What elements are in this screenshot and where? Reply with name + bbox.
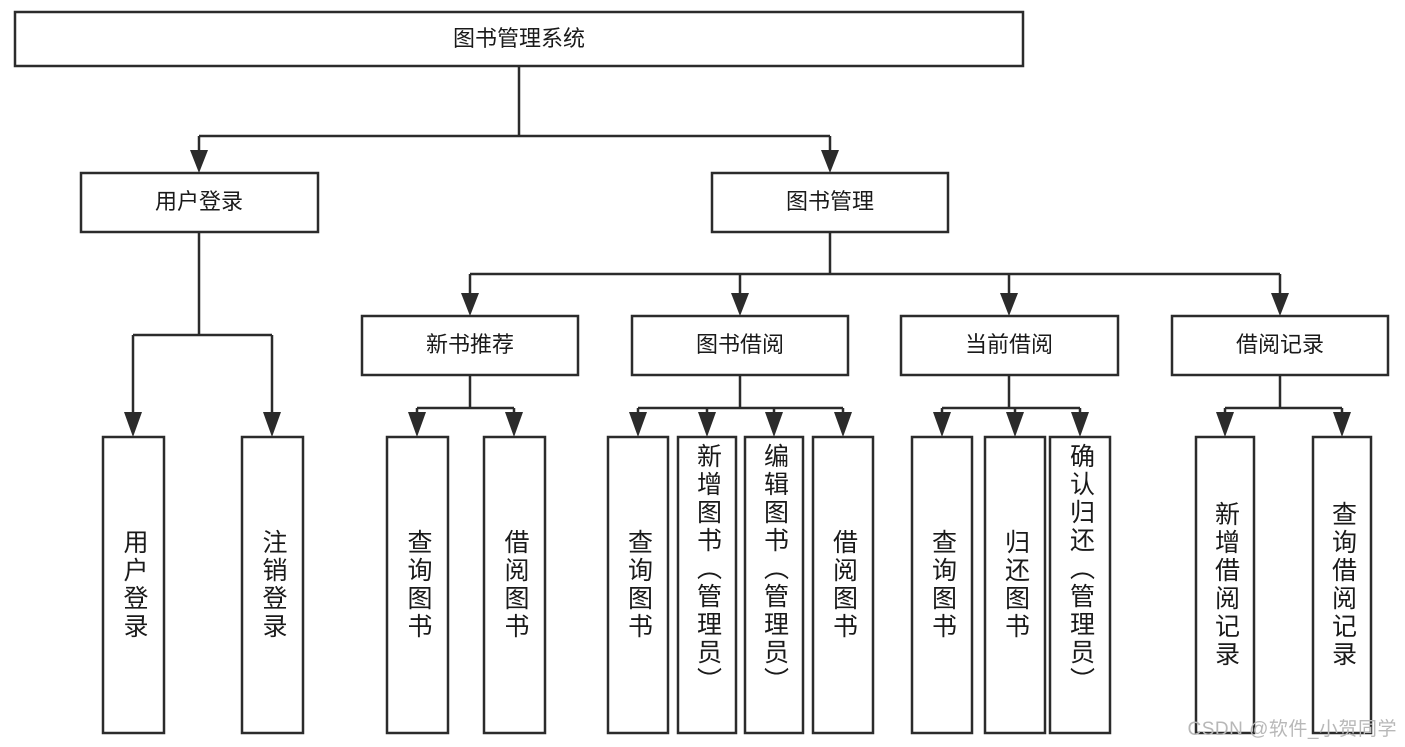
leaf-user-login-box[interactable] — [101, 435, 166, 735]
arrow-head-user-login — [190, 150, 208, 173]
arrow-head-current-borrow — [1000, 293, 1018, 316]
node-user-login-label: 用户登录 — [155, 189, 243, 214]
arrow-head-leaf-borrow-book-recommend — [505, 412, 523, 437]
connector-root-to-level2 — [190, 66, 839, 173]
node-book-borrow-box — [630, 314, 850, 377]
node-root-system-label: 图书管理系统 — [453, 26, 585, 51]
node-book-management[interactable]: 图书管理 — [710, 171, 950, 234]
arrow-head-leaf-query-book-borrow — [629, 412, 647, 437]
arrow-head-book-management — [821, 150, 839, 173]
arrow-head-leaf-user-logout — [263, 412, 281, 437]
leaf-edit-book-admin-box[interactable] — [743, 435, 805, 735]
arrow-head-borrow-record — [1271, 293, 1289, 316]
connector-borrow-record-to-leaves — [1216, 375, 1351, 437]
leaf-query-book-current-box[interactable] — [910, 435, 974, 735]
leaf-query-book-borrow-box[interactable] — [606, 435, 670, 735]
arrow-head-new-book-recommend — [461, 293, 479, 316]
leaf-query-borrow-record-box[interactable] — [1311, 435, 1373, 735]
arrow-head-leaf-user-login — [124, 412, 142, 437]
connector-current-borrow-to-leaves — [933, 375, 1089, 437]
leaf-add-borrow-record-box[interactable] — [1194, 435, 1256, 735]
arrow-head-leaf-return-book — [1006, 412, 1024, 437]
node-current-borrow-label: 当前借阅 — [965, 332, 1053, 357]
node-root-system-box — [13, 10, 1025, 68]
node-new-book-recommend-box — [360, 314, 580, 377]
leaf-confirm-return-admin-box[interactable] — [1048, 435, 1112, 735]
arrow-head-book-borrow — [731, 293, 749, 316]
node-user-login[interactable]: 用户登录 — [79, 171, 320, 234]
node-book-borrow[interactable]: 图书借阅 — [630, 314, 850, 377]
node-borrow-record-label: 借阅记录 — [1236, 332, 1324, 357]
arrow-head-leaf-add-book-admin — [698, 412, 716, 437]
arrow-head-leaf-add-borrow-record — [1216, 412, 1234, 437]
arrow-head-leaf-query-book-current — [933, 412, 951, 437]
node-book-borrow-label: 图书借阅 — [696, 332, 784, 357]
leaf-return-book-box[interactable] — [983, 435, 1047, 735]
node-current-borrow[interactable]: 当前借阅 — [899, 314, 1120, 377]
arrow-head-leaf-confirm-return-admin — [1071, 412, 1089, 437]
csdn-watermark: CSDN @软件_小贺同学 — [1187, 719, 1397, 740]
leaf-add-book-admin-box[interactable] — [676, 435, 738, 735]
arrow-head-leaf-edit-book-admin — [765, 412, 783, 437]
leaf-query-book-recommend-box[interactable] — [385, 435, 450, 735]
node-book-management-label: 图书管理 — [786, 189, 874, 214]
connector-book-management-to-level3 — [461, 232, 1289, 316]
node-new-book-recommend-label: 新书推荐 — [426, 332, 514, 357]
node-borrow-record-box — [1170, 314, 1390, 377]
node-new-book-recommend[interactable]: 新书推荐 — [360, 314, 580, 377]
connector-user-login-to-leaves — [124, 232, 281, 437]
leaf-boxes-group — [101, 435, 1373, 735]
connector-book-borrow-to-leaves — [629, 375, 852, 437]
leaf-borrow-book-recommend-box[interactable] — [482, 435, 547, 735]
leaf-user-logout-box[interactable] — [240, 435, 305, 735]
arrow-head-leaf-query-book-recommend — [408, 412, 426, 437]
node-borrow-record[interactable]: 借阅记录 — [1170, 314, 1390, 377]
connector-new-book-recommend-to-leaves — [408, 375, 523, 437]
arrow-head-leaf-borrow-book — [834, 412, 852, 437]
leaf-borrow-book-box[interactable] — [811, 435, 875, 735]
node-root-system[interactable]: 图书管理系统 — [13, 10, 1025, 68]
node-book-management-box — [710, 171, 950, 234]
arrow-head-leaf-query-borrow-record — [1333, 412, 1351, 437]
node-user-login-box — [79, 171, 320, 234]
node-current-borrow-box — [899, 314, 1120, 377]
